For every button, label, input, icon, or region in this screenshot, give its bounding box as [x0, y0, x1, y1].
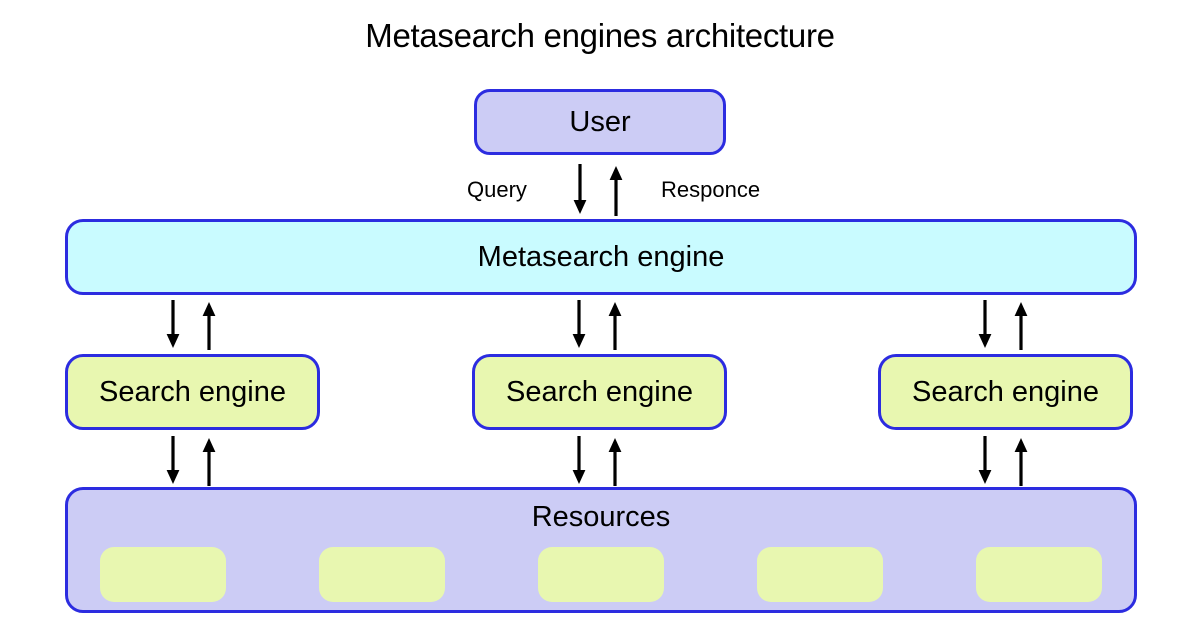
resource-chip[interactable]	[319, 547, 445, 602]
arrow-pair-metasearch-search-mid	[565, 300, 633, 350]
resource-chip[interactable]	[100, 547, 226, 602]
arrow-pair-search-resources-mid	[565, 436, 633, 486]
arrow-down-icon	[166, 300, 180, 348]
node-user-label: User	[569, 105, 631, 138]
node-search-engine-2-label: Search engine	[505, 375, 694, 408]
node-resources[interactable]: Resources	[65, 487, 1137, 613]
arrow-down-icon	[572, 436, 586, 484]
arrow-up-icon	[608, 438, 622, 486]
arrow-down-icon	[978, 436, 992, 484]
arrow-up-icon	[608, 302, 622, 350]
edge-label-query: Query	[467, 177, 527, 202]
arrow-up-icon	[202, 438, 216, 486]
diagram-title: Metasearch engines architecture	[365, 17, 835, 54]
arrow-up-icon	[1014, 302, 1028, 350]
arrow-up-icon	[1014, 438, 1028, 486]
node-resources-label: Resources	[531, 501, 671, 533]
arrow-pair-search-resources-left	[159, 436, 227, 486]
node-user[interactable]: User	[474, 89, 726, 155]
arrow-pair-user-metasearch	[566, 164, 634, 216]
resource-chip-list	[100, 547, 1102, 602]
arrow-down-icon	[573, 164, 587, 214]
arrow-pair-search-resources-right	[971, 436, 1039, 486]
node-search-engine-3[interactable]: Search engine	[878, 354, 1133, 430]
resource-chip[interactable]	[757, 547, 883, 602]
arrow-down-icon	[166, 436, 180, 484]
node-search-engine-1-label: Search engine	[98, 375, 287, 408]
node-metasearch-engine-label: Metasearch engine	[477, 240, 725, 273]
node-search-engine-2[interactable]: Search engine	[472, 354, 727, 430]
edge-label-responce: Responce	[661, 177, 761, 202]
resource-chip[interactable]	[538, 547, 664, 602]
node-search-engine-3-label: Search engine	[911, 375, 1100, 408]
arrow-down-icon	[978, 300, 992, 348]
node-search-engine-1[interactable]: Search engine	[65, 354, 320, 430]
node-metasearch-engine[interactable]: Metasearch engine	[65, 219, 1137, 295]
arrow-pair-metasearch-search-right	[971, 300, 1039, 350]
resource-chip[interactable]	[976, 547, 1102, 602]
arrow-down-icon	[572, 300, 586, 348]
arrow-pair-metasearch-search-left	[159, 300, 227, 350]
arrow-up-icon	[202, 302, 216, 350]
arrow-up-icon	[609, 166, 623, 216]
